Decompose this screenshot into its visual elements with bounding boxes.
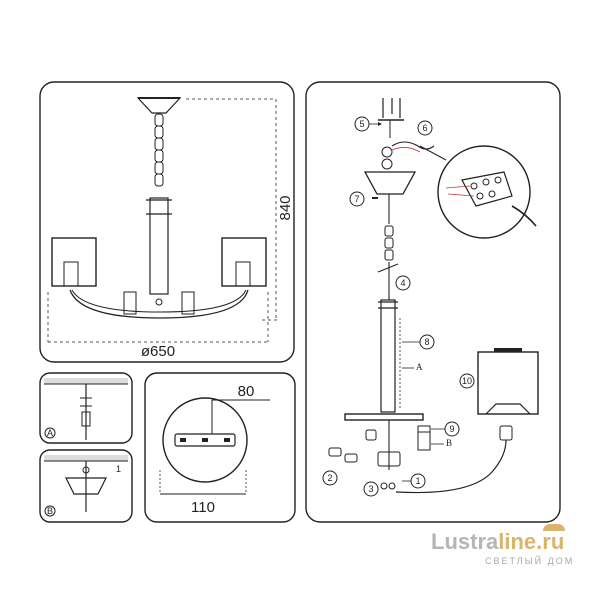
- callout-7: 7: [349, 191, 365, 207]
- mount-bracket: [174, 433, 236, 447]
- callout-6: 6: [417, 120, 433, 136]
- step-a-panel: A: [39, 372, 133, 444]
- wiring: [391, 141, 435, 150]
- letter-a: A: [416, 362, 423, 372]
- chain: [154, 113, 164, 187]
- callout-9: 9: [431, 421, 460, 437]
- svg-text:4: 4: [400, 278, 405, 288]
- callout-2: 2: [322, 470, 338, 486]
- svg-text:9: 9: [449, 424, 454, 434]
- step-b-mark: 1: [116, 464, 121, 474]
- assembly-plate: [344, 413, 424, 421]
- brand-logo-icon: [543, 524, 565, 531]
- mount-panel: 80 110: [144, 372, 296, 523]
- brand-name-part2: line.ru: [498, 529, 565, 554]
- step-b-label: B: [47, 506, 53, 516]
- overview-panel: 840 ø650: [39, 81, 295, 363]
- brand-tagline: СВЕТЛЫЙ ДОМ: [485, 556, 575, 566]
- bolts: [328, 429, 401, 490]
- mount-circle: [162, 397, 248, 483]
- zoom-circle: [437, 145, 531, 239]
- svg-text:2: 2: [327, 473, 332, 483]
- letter-b: B: [446, 438, 452, 448]
- svg-text:6: 6: [422, 123, 427, 133]
- svg-text:8: 8: [424, 337, 429, 347]
- brand-name: Lustraline.ru: [431, 530, 564, 554]
- watermark: Lustraline.ru СВЕТЛЫЙ ДОМ: [431, 524, 591, 582]
- assembly-column: [380, 299, 396, 413]
- cable: [395, 439, 507, 494]
- svg-text:7: 7: [354, 194, 359, 204]
- center-column: [149, 197, 169, 295]
- assembly-shade: [477, 351, 539, 415]
- callout-5: 5: [354, 116, 382, 132]
- svg-text:1: 1: [415, 476, 420, 486]
- callout-8: 8: [402, 334, 435, 350]
- brand-name-part1: Lustra: [431, 529, 499, 554]
- callout-10: 10: [459, 373, 475, 389]
- svg-text:3: 3: [368, 484, 373, 494]
- svg-text:10: 10: [462, 376, 472, 386]
- terminal-block: [461, 171, 513, 207]
- step-b-canopy: [65, 477, 107, 495]
- callout-4: 4: [395, 275, 411, 291]
- mount-depth-label: 110: [191, 499, 215, 516]
- canopy-outline: [136, 97, 182, 114]
- callout-3: 3: [363, 481, 379, 497]
- assembly-panel: 5 6 7 4 8 A 10 9 B: [305, 81, 561, 523]
- diameter-label: ø650: [141, 343, 175, 360]
- step-a-label: A: [47, 428, 53, 438]
- height-label: 840: [277, 195, 294, 220]
- mount-width-label: 80: [238, 383, 255, 400]
- step-b-panel: 1 B: [39, 449, 133, 523]
- callout-1: 1: [402, 473, 426, 489]
- arm-curve: [69, 289, 249, 319]
- assembly-canopy: [363, 171, 417, 195]
- svg-text:5: 5: [359, 119, 364, 129]
